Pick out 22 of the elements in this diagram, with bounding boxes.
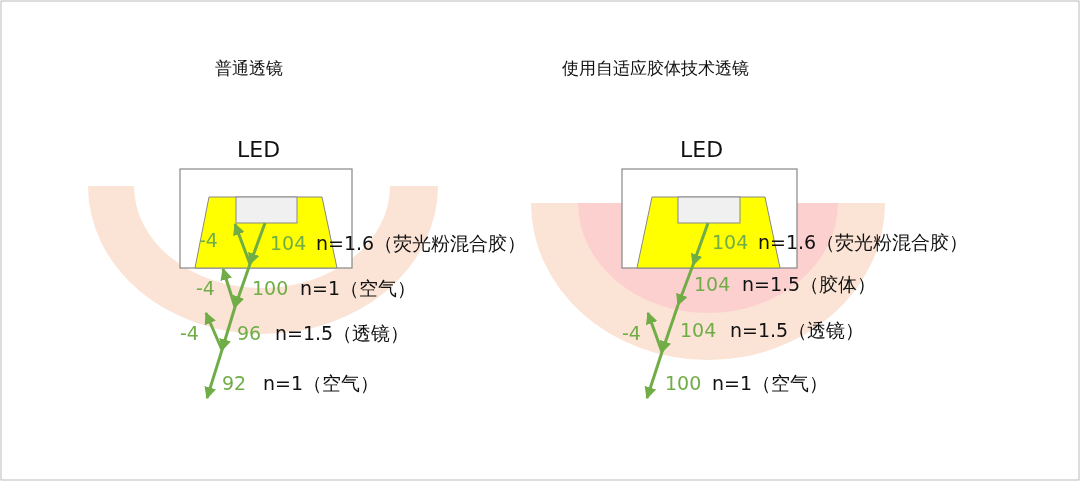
light-value: -4 [180,322,199,344]
light-value: 104 [270,232,307,254]
light-value: -4 [622,322,641,344]
medium-label: n=1（空气） [300,277,417,299]
light-value: 100 [252,277,289,299]
light-value: 92 [222,372,247,394]
light-value: 104 [680,319,717,341]
light-value: 104 [712,231,749,253]
light-value: 100 [665,372,702,394]
medium-label: n=1（空气） [263,372,380,394]
panel-heading: 普通透镜 [215,58,283,78]
panel-heading: 使用自适应胶体技术透镜 [562,58,749,78]
medium-label: n=1.5（透镜） [275,322,410,344]
led-label: LED [237,137,281,163]
light-value: -4 [196,277,215,299]
led-label: LED [680,137,724,163]
medium-label: n=1.5（胶体） [742,273,877,295]
light-value: 96 [237,322,262,344]
medium-label: n=1（空气） [712,372,829,394]
light-value: -4 [199,229,218,251]
light-value: 104 [694,273,731,295]
medium-label: n=1.5（透镜） [730,319,865,341]
